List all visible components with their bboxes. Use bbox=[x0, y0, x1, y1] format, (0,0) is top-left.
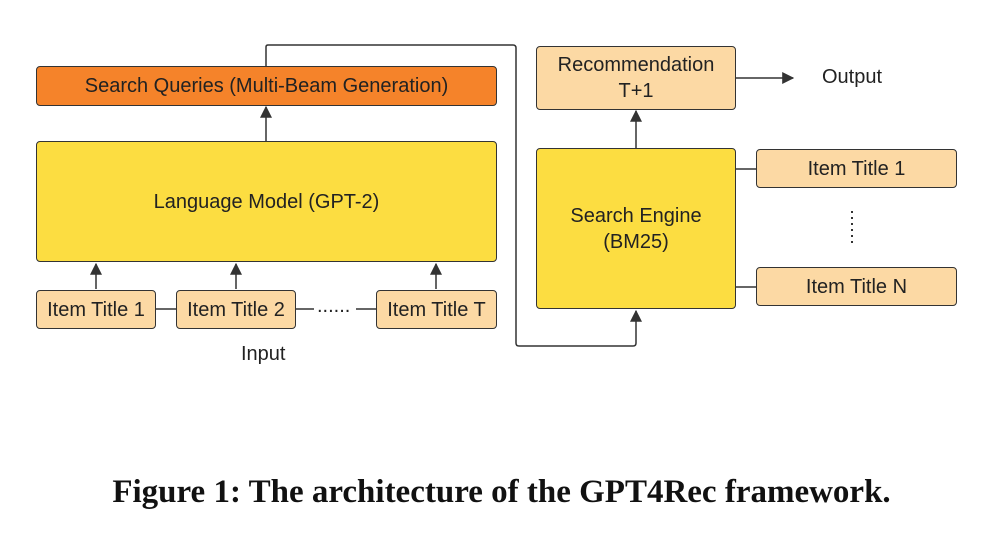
input-item-2-box: Item Title 2 bbox=[176, 290, 296, 329]
input-label: Input bbox=[241, 343, 286, 365]
recommendation-box: Recommendation T+1 bbox=[536, 46, 736, 110]
candidate-item-1-label: Item Title 1 bbox=[807, 157, 906, 180]
input-item-t-label: Item Title T bbox=[387, 298, 486, 321]
search-engine-label-line2: (BM25) bbox=[603, 230, 669, 253]
input-item-1-label: Item Title 1 bbox=[47, 298, 145, 321]
language-model-label: Language Model (GPT-2) bbox=[153, 190, 380, 213]
language-model-box: Language Model (GPT-2) bbox=[36, 141, 497, 262]
input-item-2-label: Item Title 2 bbox=[187, 298, 285, 321]
output-label: Output bbox=[822, 66, 883, 88]
search-engine-label-line1: Search Engine bbox=[570, 204, 702, 227]
input-item-t-box: Item Title T bbox=[376, 290, 497, 329]
input-item-1-box: Item Title 1 bbox=[36, 290, 156, 329]
arrow-queries-to-search-engine bbox=[265, 44, 642, 347]
recommendation-label-line2: T+1 bbox=[618, 80, 654, 102]
candidate-item-1-box: Item Title 1 bbox=[756, 149, 957, 188]
figure-caption: Figure 1: The architecture of the GPT4Re… bbox=[112, 474, 891, 510]
candidate-item-n-label: Item Title N bbox=[805, 275, 908, 298]
recommendation-label-line1: Recommendation bbox=[557, 54, 715, 76]
search-queries-label: Search Queries (Multi-Beam Generation) bbox=[84, 75, 449, 97]
search-engine-box: Search Engine (BM25) bbox=[536, 148, 736, 309]
search-queries-box: Search Queries (Multi-Beam Generation) bbox=[36, 66, 497, 106]
input-ellipsis: ...... bbox=[317, 295, 351, 317]
candidate-item-n-box: Item Title N bbox=[756, 267, 957, 306]
